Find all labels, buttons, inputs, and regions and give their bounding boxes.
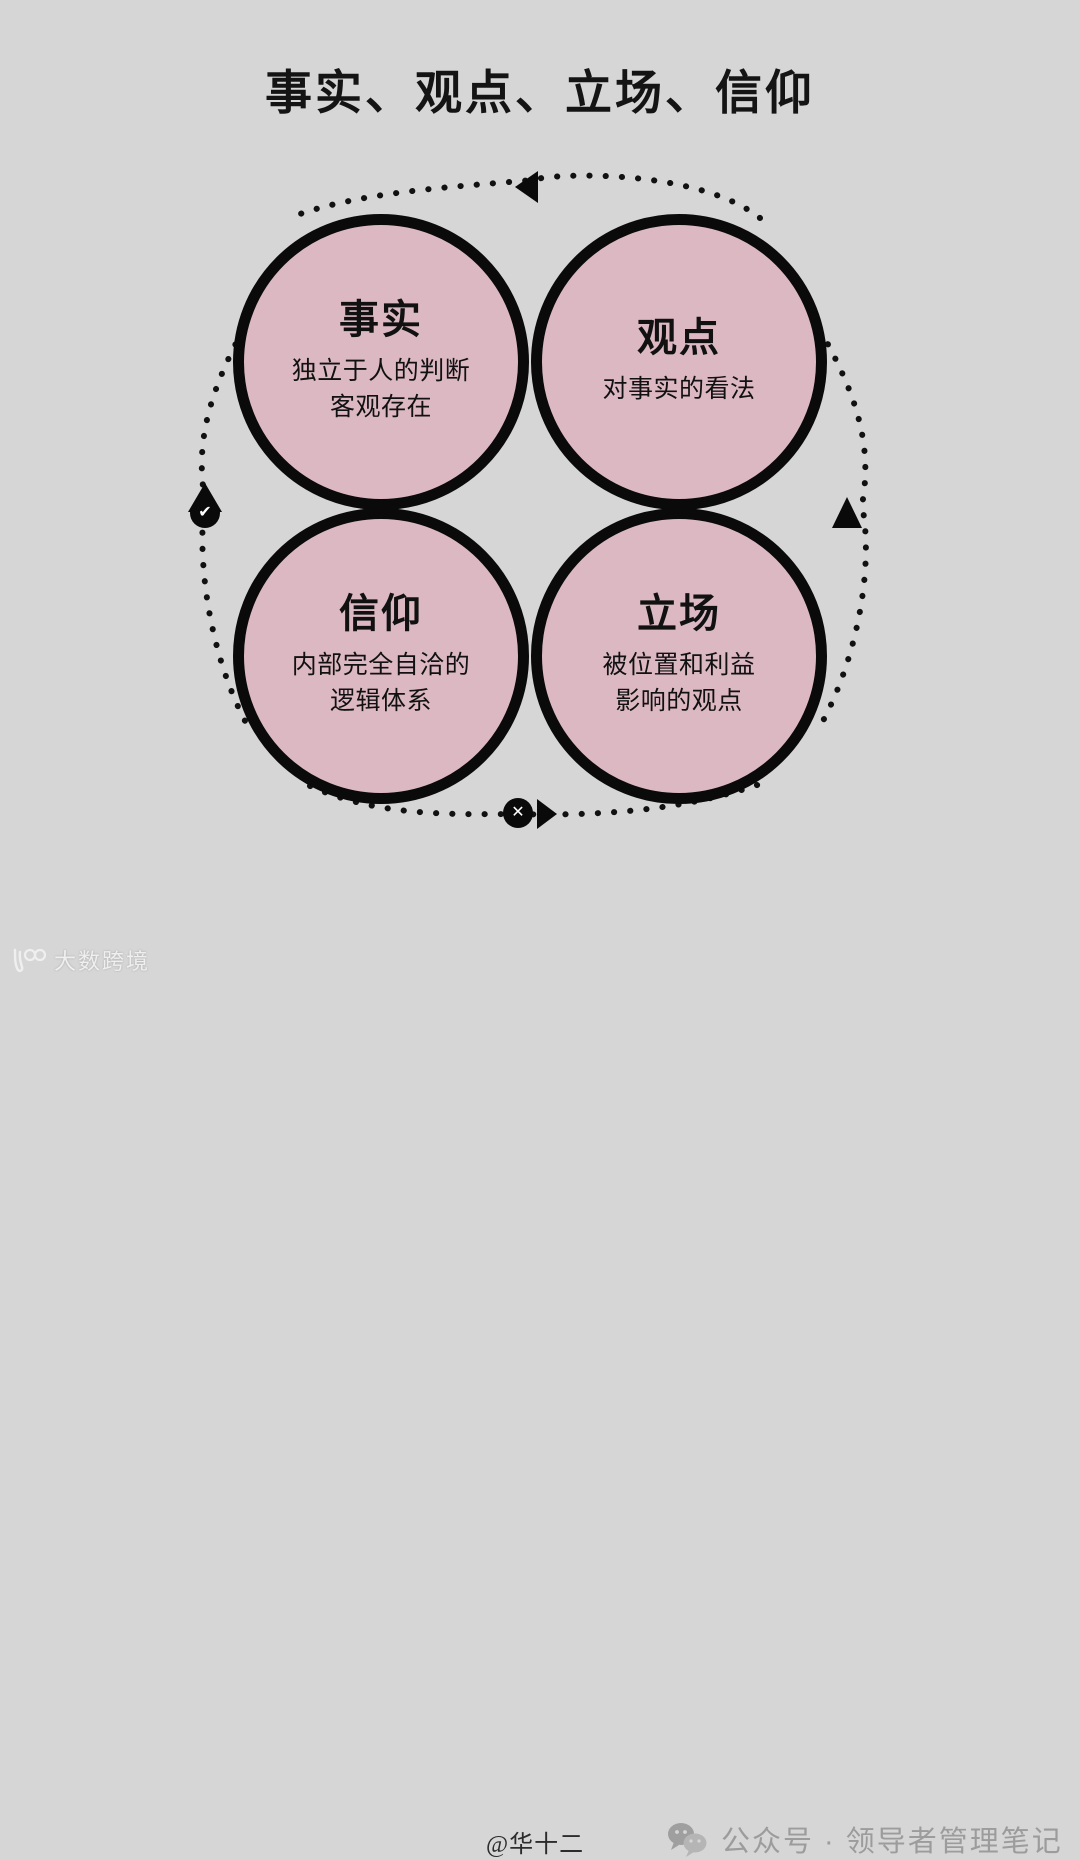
- node-desc-opinion: 对事实的看法: [602, 375, 756, 403]
- wechat-label: 公众号 · 领导者管理笔记: [721, 1826, 1063, 1858]
- circle-node-belief[interactable]: 信仰 内部完全自洽的 逻辑体系: [233, 508, 529, 804]
- node-desc-stance: 被位置和利益 影响的观点: [602, 651, 756, 715]
- author-handle: @华十二: [486, 1832, 585, 1858]
- watermark: 大数跨境: [12, 944, 150, 976]
- four-circle-diagram: 事实 独立于人的判断 客观存在 观点 对事实的看法 信仰 内部完全自洽的 逻辑体…: [0, 0, 1080, 900]
- node-title-fact: 事实: [339, 296, 423, 342]
- wechat-icon: [668, 1823, 707, 1857]
- check-glyph: ✔: [198, 504, 212, 521]
- check-icon: ✔: [190, 498, 220, 528]
- circle-node-opinion[interactable]: 观点 对事实的看法: [531, 214, 827, 510]
- node-title-belief: 信仰: [339, 590, 423, 636]
- wechat-credit: 公众号 · 领导者管理笔记: [667, 1818, 1063, 1860]
- node-desc-fact: 独立于人的判断 客观存在: [291, 357, 471, 421]
- node-title-opinion: 观点: [637, 314, 721, 360]
- node-desc-belief: 内部完全自洽的 逻辑体系: [291, 651, 471, 715]
- triangle-right-icon: [537, 799, 557, 829]
- circle-node-fact[interactable]: 事实 独立于人的判断 客观存在: [233, 214, 529, 510]
- close-glyph: ✕: [511, 804, 525, 821]
- triangle-up-icon-right: [832, 497, 862, 528]
- dashu-logo-icon: [13, 948, 46, 972]
- node-title-stance: 立场: [637, 590, 721, 636]
- arc-top: [297, 172, 763, 221]
- circle-node-stance[interactable]: 立场 被位置和利益 影响的观点: [531, 508, 827, 804]
- footer: @华十二 公众号 · 领导者管理笔记: [0, 908, 1080, 1858]
- close-icon: ✕: [503, 798, 533, 828]
- connector-arcs: [188, 171, 869, 829]
- triangle-left-icon: [515, 171, 538, 203]
- page-title: 事实、观点、立场、信仰: [265, 68, 815, 120]
- watermark-text: 大数跨境: [54, 949, 151, 974]
